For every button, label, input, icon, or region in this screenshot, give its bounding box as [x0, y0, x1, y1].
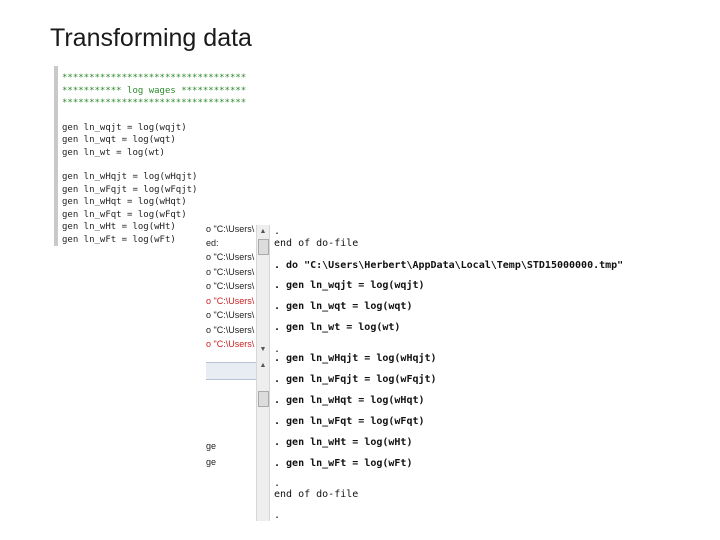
code-comment-line: *********** log wages ************	[62, 85, 247, 96]
code-line: gen ln_wHqjt = log(wHqjt)	[62, 172, 198, 182]
review-command-item[interactable]: o "C:\Users\	[206, 224, 255, 234]
code-line: gen ln_wFt = log(wFt)	[62, 234, 176, 245]
scroll-thumb[interactable]	[258, 239, 269, 255]
review-command-item[interactable]: o "C:\Users\	[206, 252, 255, 262]
scroll-up-arrow-icon[interactable]: ▲	[259, 362, 267, 369]
code-comment-line: **********************************	[62, 73, 247, 83]
results-output-line: .	[274, 478, 281, 489]
editor-code-lines: ********************************** ******…	[62, 72, 246, 246]
results-command-line: . gen ln_wFqjt = log(wFqjt)	[274, 374, 437, 385]
code-comment-line: **********************************	[62, 98, 247, 108]
results-output-line: end of do-file	[274, 489, 359, 500]
results-command-line: . gen ln_wHqt = log(wHqt)	[274, 395, 425, 406]
results-scrollbar[interactable]: ▲ ▼ ▲	[256, 225, 270, 521]
results-command-line: . do "C:\Users\Herbert\AppData\Local\Tem…	[274, 260, 624, 271]
review-command-item[interactable]: o "C:\Users\	[206, 339, 255, 349]
results-command-line: . gen ln_wHqjt = log(wHqjt)	[274, 353, 437, 364]
code-line: gen ln_wFqt = log(wFqt)	[62, 209, 187, 220]
code-blank-line	[62, 159, 246, 171]
results-command-line: . gen ln_wt = log(wt)	[274, 322, 401, 333]
code-line: gen ln_wFqjt = log(wFqjt)	[62, 184, 198, 195]
code-blank-line	[62, 110, 246, 122]
scroll-down-arrow-icon[interactable]: ▼	[259, 346, 267, 353]
review-command-item[interactable]: o "C:\Users\	[206, 296, 255, 306]
code-line: gen ln_wt = log(wt)	[62, 147, 165, 158]
variable-list-item[interactable]: ge	[206, 441, 217, 451]
results-output-line: .	[274, 510, 281, 521]
review-command-item[interactable]: o "C:\Users\	[206, 310, 255, 320]
code-line: gen ln_wHqt = log(wHqt)	[62, 197, 187, 207]
results-command-line: . gen ln_wFqt = log(wFqt)	[274, 416, 425, 427]
results-command-line: . gen ln_wqjt = log(wqjt)	[274, 280, 425, 291]
review-panel[interactable]: o "C:\Users\ ed: o "C:\Users\ o "C:\Users\ o…	[206, 214, 256, 364]
variable-list-item[interactable]: ge	[206, 457, 217, 467]
code-line: gen ln_wHt = log(wHt)	[62, 222, 176, 232]
results-command-line: . gen ln_wFt = log(wFt)	[274, 458, 413, 469]
code-line: gen ln_wqt = log(wqt)	[62, 135, 176, 145]
do-file-editor[interactable]: ********************************** ******…	[54, 66, 270, 246]
results-output-line: .	[274, 226, 281, 237]
review-command-item[interactable]: ed:	[206, 238, 219, 248]
results-output-line: end of do-file	[274, 238, 359, 249]
results-output-line: .	[274, 344, 281, 355]
results-command-line: . gen ln_wHt = log(wHt)	[274, 437, 413, 448]
review-command-item[interactable]: o "C:\Users\	[206, 281, 255, 291]
results-window: .end of do-file. do "C:\Users\Herbert\Ap…	[272, 222, 662, 522]
slide-title: Transforming data	[50, 24, 252, 52]
scroll-up-arrow-icon[interactable]: ▲	[259, 228, 267, 235]
review-tab-bar[interactable]	[206, 362, 256, 380]
results-command-line: . gen ln_wqt = log(wqt)	[274, 301, 413, 312]
review-command-item[interactable]: o "C:\Users\	[206, 267, 255, 277]
scroll-thumb[interactable]	[258, 391, 269, 407]
code-line: gen ln_wqjt = log(wqjt)	[62, 122, 187, 133]
review-command-item[interactable]: o "C:\Users\	[206, 325, 255, 335]
editor-gutter	[54, 66, 58, 246]
